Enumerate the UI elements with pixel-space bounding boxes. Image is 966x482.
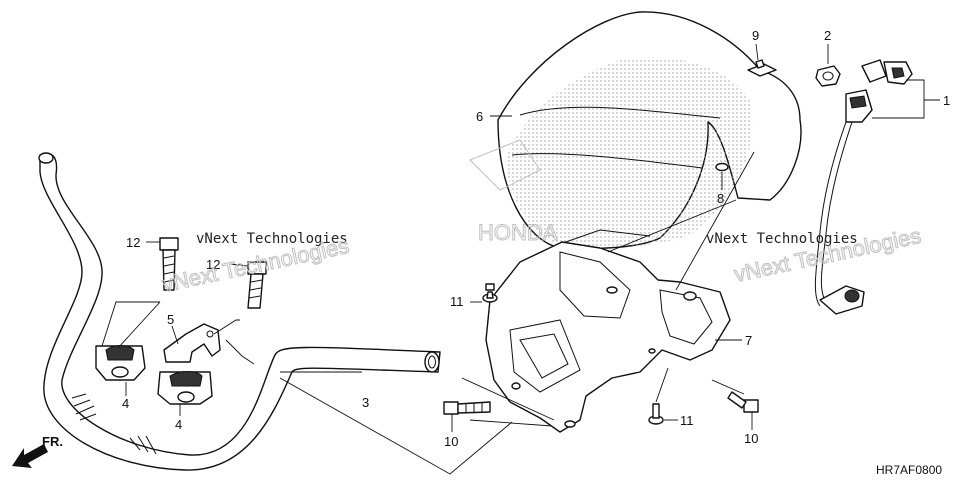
handlebar-holder-upper-b	[157, 371, 213, 405]
callout-labels: 1 2 3 4 4 5 6 7 8 9 10 10 11 11 12 12	[122, 28, 950, 449]
handlebar	[38, 152, 441, 471]
front-label: FR.	[42, 434, 63, 449]
background-emblem: HONDA	[469, 139, 558, 246]
nut-2	[815, 65, 841, 87]
handle-cover	[485, 241, 731, 433]
callout-5: 5	[167, 312, 174, 327]
arrow-front-icon	[12, 444, 48, 468]
callout-2: 2	[824, 28, 831, 43]
callout-8: 8	[717, 191, 724, 206]
bolt-10b	[727, 391, 759, 413]
watermark-3: vNext Technologies	[706, 231, 858, 247]
leader-lines	[101, 43, 940, 475]
svg-text:HONDA: HONDA	[478, 220, 558, 245]
callout-11b: 11	[680, 413, 694, 428]
diagram-code: HR7AF0800	[876, 463, 942, 477]
callout-10b: 10	[744, 431, 758, 446]
screw-11a	[482, 283, 498, 303]
handlebar-holder-upper-a	[95, 345, 146, 381]
clip-9	[747, 59, 777, 77]
callout-10a: 10	[444, 434, 458, 449]
bracket-5	[163, 323, 221, 363]
callout-6: 6	[476, 109, 483, 124]
callout-1: 1	[943, 93, 950, 108]
callout-4a: 4	[122, 396, 129, 411]
callout-3: 3	[362, 395, 369, 410]
callout-12b: 12	[206, 257, 220, 272]
callout-7: 7	[745, 333, 752, 348]
ignition-switch	[814, 59, 913, 315]
bolt-12a	[159, 237, 179, 291]
watermark-1: vNext Technologies	[196, 231, 348, 247]
front-cover	[497, 11, 802, 250]
callout-4b: 4	[175, 417, 182, 432]
callout-12a: 12	[126, 235, 140, 250]
screw-11b	[648, 403, 664, 425]
bolt-12b	[247, 261, 267, 309]
callout-11a: 11	[450, 294, 464, 309]
bolt-10a	[443, 401, 491, 415]
front-direction-marker: FR.	[12, 434, 63, 468]
callout-9: 9	[752, 28, 759, 43]
